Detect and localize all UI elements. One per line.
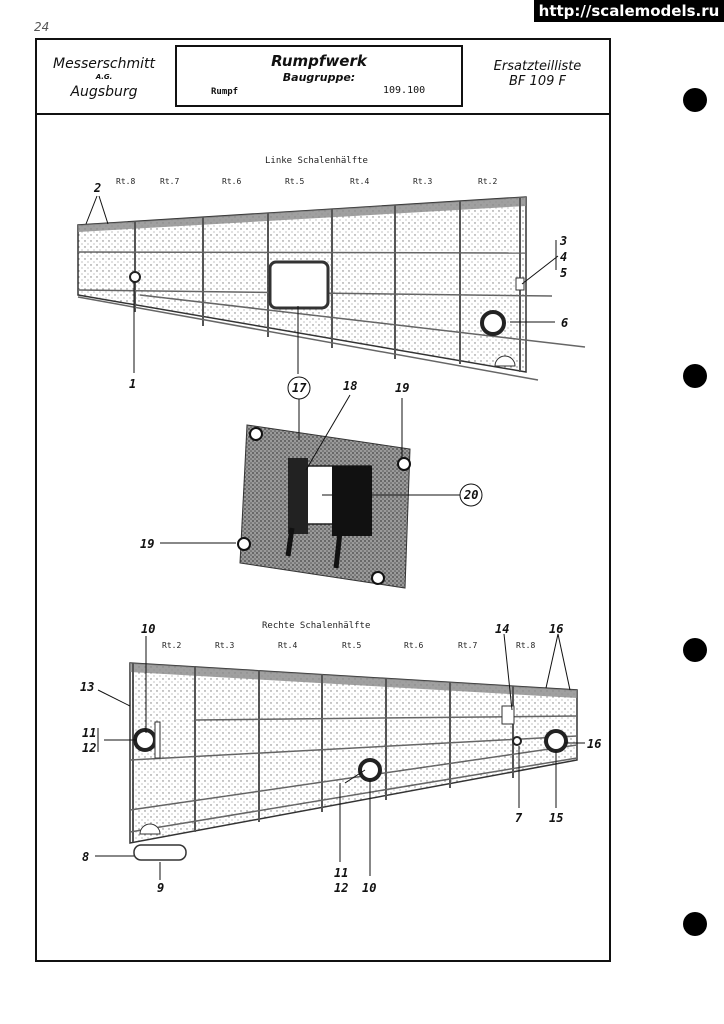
aircraft-type: BF 109 F: [509, 74, 566, 89]
punch-hole: [683, 364, 707, 388]
station-label: Rt.7: [458, 641, 477, 650]
callout-number: 11: [334, 866, 348, 880]
company-block: Messerschmitt A.G. Augsburg: [37, 40, 171, 112]
parts-list-label: Ersatzteilliste: [493, 59, 582, 74]
company-suffix: A.G.: [95, 73, 113, 81]
station-label: Rt.2: [478, 177, 497, 186]
station-label: Rt.8: [516, 641, 535, 650]
company-name: Messerschmitt: [52, 56, 156, 72]
punch-hole: [683, 638, 707, 662]
callout-number: 11: [82, 726, 96, 740]
punch-hole: [683, 912, 707, 936]
station-label: Rt.3: [413, 177, 432, 186]
callout-number: 2: [93, 181, 101, 195]
station-label: Rt.5: [342, 641, 361, 650]
callout-number: 15: [549, 811, 563, 825]
part-name: Rumpf: [211, 87, 239, 97]
station-label: Rt.4: [278, 641, 297, 650]
title-block: Rumpfwerk Baugruppe: Rumpf 109.100: [175, 45, 463, 107]
callout-number: 5: [560, 266, 567, 280]
callout-number: 7: [515, 811, 523, 825]
callout-number: 1: [129, 377, 136, 391]
callout-number: 9: [157, 881, 164, 895]
callout-number: 20: [463, 488, 478, 502]
lower-view-title: Rechte Schalenhälfte: [262, 621, 370, 631]
callout-number: 3: [559, 234, 567, 248]
hatch-detail: [237, 424, 411, 589]
watermark: http://scalemodels.ru: [534, 0, 724, 22]
callout-number: 13: [80, 680, 94, 694]
station-label: Rt.3: [215, 641, 234, 650]
document-title: Rumpfwerk: [271, 52, 367, 70]
right-shell-half: [129, 662, 578, 861]
left-shell-half: [77, 196, 586, 381]
callout-number: 4: [560, 250, 567, 264]
page-frame: [35, 38, 611, 962]
callout-number: 6: [561, 316, 568, 330]
station-label: Rt.6: [404, 641, 423, 650]
callout-number: 16: [587, 737, 601, 751]
part-code: 109.100: [383, 85, 426, 96]
callout-number: 17: [292, 381, 307, 395]
callout-number: 18: [343, 379, 357, 393]
upper-view-title: Linke Schalenhälfte: [265, 156, 368, 166]
header-divider: [37, 113, 609, 115]
callout-number: 10: [362, 881, 376, 895]
page-number: 24: [34, 20, 50, 34]
parts-list-block: Ersatzteilliste BF 109 F: [466, 40, 609, 112]
station-label: Rt.5: [285, 177, 304, 186]
callout-number: 12: [334, 881, 348, 895]
callout-number: 19: [140, 537, 154, 551]
station-label: Rt.2: [162, 641, 181, 650]
callout-number: 8: [82, 850, 89, 864]
callout-number: 16: [549, 622, 563, 636]
station-label: Rt.7: [160, 177, 179, 186]
station-label: Rt.6: [222, 177, 241, 186]
callout-number: 14: [495, 622, 509, 636]
callout-number: 19: [395, 381, 409, 395]
punch-hole: [683, 88, 707, 112]
station-label: Rt.4: [350, 177, 369, 186]
callout-number: 10: [141, 622, 155, 636]
assembly-group-label: Baugruppe:: [282, 71, 356, 84]
callout-number: 12: [82, 741, 96, 755]
company-city: Augsburg: [70, 84, 138, 100]
station-label: Rt.8: [116, 177, 135, 186]
